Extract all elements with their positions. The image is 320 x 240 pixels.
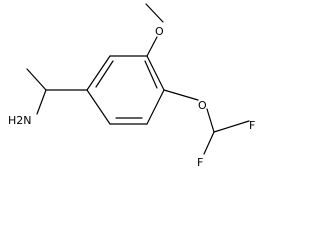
bond-carbon-fluorine-bottom [203,131,215,155]
ether-oxygen-label: O [198,99,207,112]
fluorine-top-label: F [249,119,255,132]
bond-amine [36,89,47,115]
bond-carbon-fluorine-top [213,120,250,133]
bond-ether-oxygen-carbon [206,108,215,133]
bond-ring-ether-oxygen [163,89,199,101]
bond-methyl [26,68,47,91]
amine-label: H2N [8,114,32,127]
ring-bond-4 [146,89,165,125]
methoxy-oxygen-label: O [155,25,164,38]
ring-bond-1 [86,55,111,91]
molecule-diagram: O O F F H2N [8,3,255,169]
bond-ring-methoxy-oxygen [146,36,158,57]
ring-double-bond-1 [95,60,114,88]
fluorine-bottom-label: F [197,156,203,169]
ring-double-bond-2 [144,60,158,89]
bond-methoxy-methyl [145,3,164,23]
ring-bond-6 [86,89,111,125]
structure-canvas: O O F F H2N [8,3,256,169]
ring-bond-3 [146,55,165,91]
